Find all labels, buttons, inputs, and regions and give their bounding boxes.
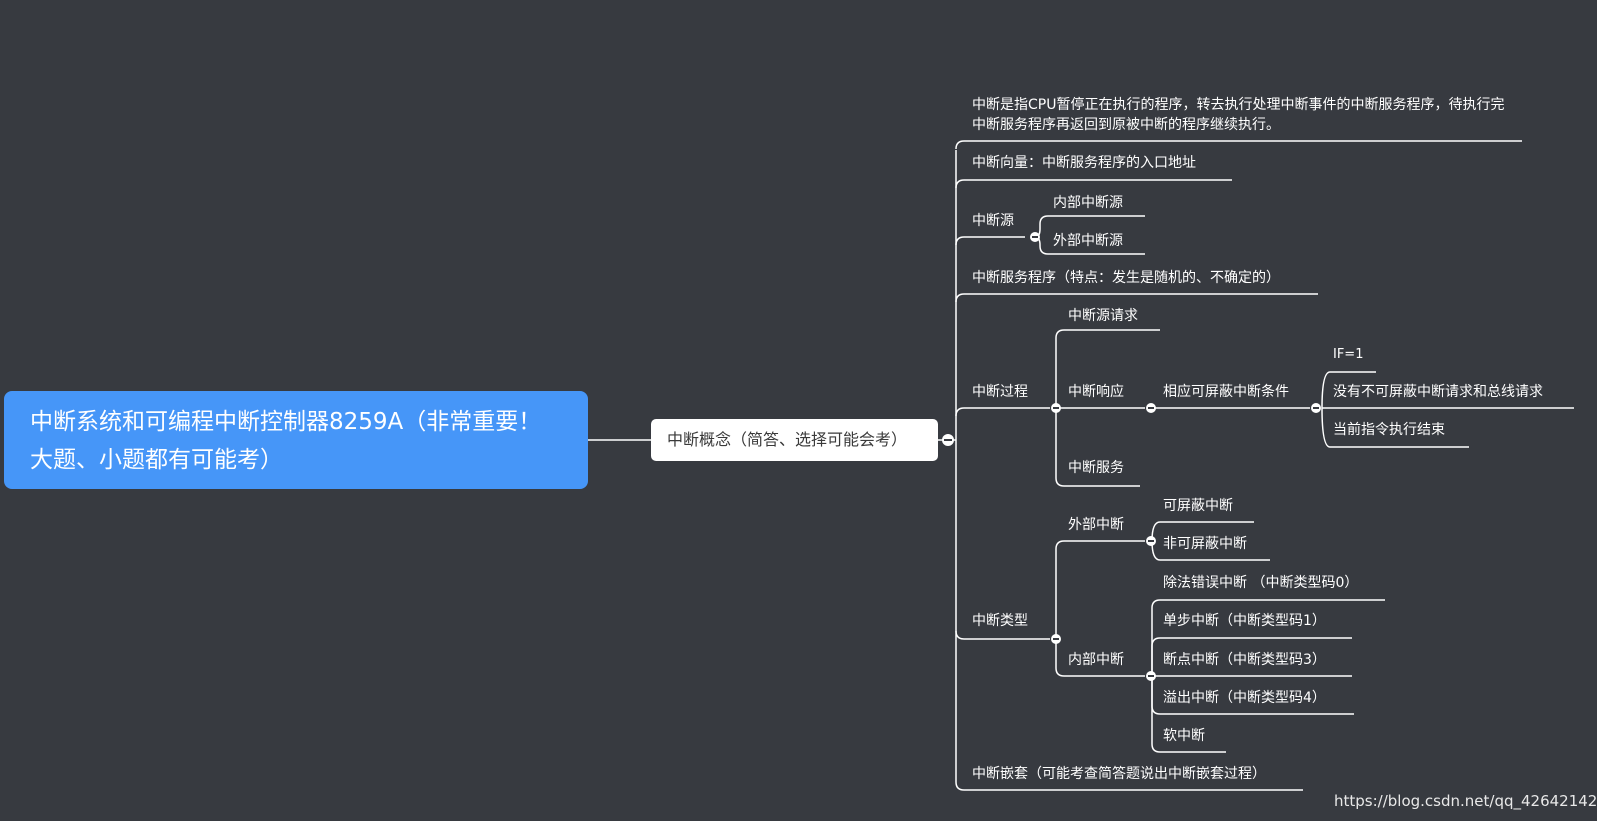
- topic-external-source[interactable]: 外部中断源: [1053, 233, 1123, 249]
- topic-internal-source[interactable]: 内部中断源: [1053, 195, 1123, 211]
- topic-response[interactable]: 中断响应: [1068, 384, 1124, 400]
- topic-condition[interactable]: 相应可屏蔽中断条件: [1163, 384, 1289, 400]
- topic-overflow[interactable]: 溢出中断（中断类型码4）: [1163, 690, 1326, 706]
- topic-maskable[interactable]: 可屏蔽中断: [1163, 498, 1233, 514]
- topic-request[interactable]: 中断源请求: [1068, 308, 1138, 324]
- topic-external-interrupt[interactable]: 外部中断: [1068, 517, 1124, 533]
- topic-instruction-done[interactable]: 当前指令执行结束: [1333, 422, 1445, 438]
- topic-if1[interactable]: IF=1: [1333, 347, 1364, 362]
- topic-internal-interrupt[interactable]: 内部中断: [1068, 652, 1124, 668]
- root-topic[interactable]: 中断系统和可编程中断控制器8259A（非常重要！大题、小题都有可能考）: [4, 391, 588, 489]
- topic-software[interactable]: 软中断: [1163, 728, 1205, 744]
- topic-isr[interactable]: 中断服务程序（特点：发生是随机的、不确定的）: [972, 270, 1280, 286]
- topic-divide-error[interactable]: 除法错误中断 （中断类型码0）: [1163, 575, 1359, 591]
- collapse-icon[interactable]: [1311, 403, 1321, 413]
- collapse-icon[interactable]: [1146, 671, 1156, 681]
- topic-nesting[interactable]: 中断嵌套（可能考查简答题说出中断嵌套过程）: [972, 766, 1266, 782]
- topic-interrupt-concept[interactable]: 中断概念（简答、选择可能会考）: [651, 419, 938, 461]
- topic-vector[interactable]: 中断向量：中断服务程序的入口地址: [972, 155, 1196, 171]
- collapse-icon[interactable]: [1051, 634, 1061, 644]
- watermark: https://blog.csdn.net/qq_42642142: [1334, 792, 1597, 810]
- collapse-icon[interactable]: [1146, 536, 1156, 546]
- collapse-icon[interactable]: [1051, 403, 1061, 413]
- topic-single-step[interactable]: 单步中断（中断类型码1）: [1163, 613, 1326, 629]
- topic-no-nmi[interactable]: 没有不可屏蔽中断请求和总线请求: [1333, 384, 1543, 400]
- collapse-icon[interactable]: [942, 434, 954, 446]
- topic-types[interactable]: 中断类型: [972, 613, 1028, 629]
- topic-non-maskable[interactable]: 非可屏蔽中断: [1163, 536, 1247, 552]
- topic-source[interactable]: 中断源: [972, 213, 1014, 229]
- topic-definition[interactable]: 中断是指CPU暂停正在执行的程序，转去执行处理中断事件的中断服务程序，待执行完中…: [972, 97, 1505, 133]
- collapse-icon[interactable]: [1030, 232, 1040, 242]
- topic-breakpoint[interactable]: 断点中断（中断类型码3）: [1163, 652, 1326, 668]
- topic-service[interactable]: 中断服务: [1068, 460, 1124, 476]
- topic-process[interactable]: 中断过程: [972, 384, 1028, 400]
- collapse-icon[interactable]: [1146, 403, 1156, 413]
